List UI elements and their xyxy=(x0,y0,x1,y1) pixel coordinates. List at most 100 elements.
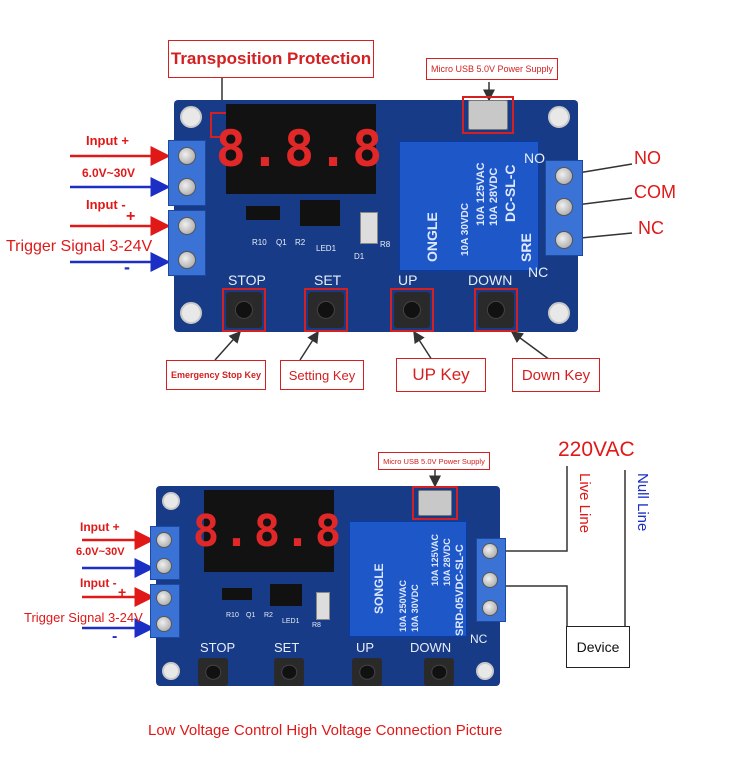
label-input-minus-top: Input - xyxy=(86,197,126,212)
down-button-bottom[interactable] xyxy=(424,658,454,686)
usb-port-highlight-bottom xyxy=(412,486,458,520)
callout-usb-text-bottom: Micro USB 5.0V Power Supply xyxy=(383,456,485,466)
label-down-top: DOWN xyxy=(468,272,513,288)
screw[interactable] xyxy=(555,167,573,185)
label-null-line: Null Line xyxy=(634,473,651,532)
silk-nc: NC xyxy=(528,264,549,280)
led-display-top: 8.8.8 xyxy=(215,104,387,194)
mount-hole xyxy=(476,662,494,680)
micro-usb-port-bottom[interactable] xyxy=(418,490,452,516)
screw[interactable] xyxy=(555,231,573,249)
label-stop-bottom: STOP xyxy=(200,640,236,655)
up-button-bottom[interactable] xyxy=(352,658,382,686)
set-button-top[interactable] xyxy=(308,292,344,328)
set-button-bottom[interactable] xyxy=(274,658,304,686)
relay-rating-b2: 10A 125VAC xyxy=(430,533,440,586)
screw[interactable] xyxy=(178,251,196,269)
label-plus-top: + xyxy=(126,208,136,225)
label-input-plus-top: Input + xyxy=(86,133,129,148)
callout-up-text: UP Key xyxy=(412,365,470,384)
label-live-line: Live Line xyxy=(576,473,593,534)
mount-hole xyxy=(162,492,180,510)
callout-usb-supply-bottom: Micro USB 5.0V Power Supply xyxy=(378,452,490,470)
label-set-top: SET xyxy=(314,272,342,288)
label-trigger-top: Trigger Signal 3-24V xyxy=(6,238,153,255)
silk-r8: R8 xyxy=(380,240,391,249)
silk-q1-b: Q1 xyxy=(246,612,256,619)
relay-model-bottom: SRD-05VDC-SL-C xyxy=(454,544,466,636)
relay-brand-top: ONGLE xyxy=(424,212,440,262)
stop-highlight xyxy=(222,288,266,332)
label-nc: NC xyxy=(638,218,664,238)
callout-down-text: Down Key xyxy=(521,366,591,384)
callout-up-key: UP Key xyxy=(396,358,486,392)
relay-top xyxy=(398,140,540,272)
screw[interactable] xyxy=(156,558,172,574)
mount-hole xyxy=(548,302,570,324)
label-down-bottom: DOWN xyxy=(410,640,452,655)
stop-button-bottom[interactable] xyxy=(198,658,228,686)
callout-setting-key: Setting Key xyxy=(280,360,364,390)
set-highlight xyxy=(304,288,348,332)
silk-r2: R2 xyxy=(295,238,306,247)
relay-rating-b3: 10A 30VDC xyxy=(410,584,420,632)
screw[interactable] xyxy=(156,590,172,606)
screw[interactable] xyxy=(482,543,498,559)
down-highlight xyxy=(474,288,518,332)
chip xyxy=(246,206,280,220)
device-label: Device xyxy=(576,639,620,655)
callout-down-key: Down Key xyxy=(512,358,600,392)
silk-nc-b: NC xyxy=(470,632,488,646)
silk-r8-b: R8 xyxy=(312,622,321,629)
diode xyxy=(360,212,378,244)
label-trigger-bottom: Trigger Signal 3-24V xyxy=(24,610,143,625)
relay-rating-2: 10A 28VDC xyxy=(488,167,500,226)
screw[interactable] xyxy=(156,532,172,548)
stop-button-top[interactable] xyxy=(226,292,262,328)
chip xyxy=(222,588,252,600)
chip xyxy=(300,200,340,226)
label-up-bottom: UP xyxy=(356,640,375,655)
display-digits: 8.8.8 xyxy=(215,120,387,178)
micro-usb-port-top[interactable] xyxy=(468,100,508,130)
callout-usb-supply-top: Micro USB 5.0V Power Supply xyxy=(426,58,558,80)
screw[interactable] xyxy=(482,600,498,616)
relay-bottom xyxy=(348,520,468,638)
label-input-minus-bottom: Input - xyxy=(80,576,117,590)
screw[interactable] xyxy=(555,198,573,216)
diode xyxy=(316,592,330,620)
mount-hole xyxy=(162,662,180,680)
device-box: Device xyxy=(566,626,630,668)
screw[interactable] xyxy=(156,616,172,632)
silk-r10-b: R10 xyxy=(226,612,239,619)
screw[interactable] xyxy=(178,178,196,196)
callout-transposition-protection: Transposition Protection xyxy=(168,40,374,78)
silk-q1: Q1 xyxy=(276,238,287,247)
relay-model-top: DC-SL-C xyxy=(502,164,518,222)
mount-hole xyxy=(180,302,202,324)
relay-rating-1: 10A 125VAC xyxy=(475,162,487,226)
callout-emergency-text: Emergency Stop Key xyxy=(170,370,262,380)
chip xyxy=(270,584,302,606)
silk-led1: LED1 xyxy=(316,244,337,253)
label-minus-bottom: - xyxy=(112,628,118,645)
led-display-bottom: 8.8.8 xyxy=(193,490,341,572)
up-button-top[interactable] xyxy=(394,292,430,328)
screw[interactable] xyxy=(178,147,196,165)
bottom-caption: Low Voltage Control High Voltage Connect… xyxy=(148,722,503,739)
silk-r10: R10 xyxy=(252,238,267,247)
label-com: COM xyxy=(634,182,676,202)
label-220vac: 220VAC xyxy=(558,438,635,461)
up-highlight xyxy=(390,288,434,332)
label-no: NO xyxy=(634,148,661,168)
screw[interactable] xyxy=(178,217,196,235)
label-input-plus-bottom: Input + xyxy=(80,520,120,534)
down-button-top[interactable] xyxy=(478,292,514,328)
relay-series-top: SRE xyxy=(518,233,534,262)
silk-r2-b: R2 xyxy=(264,612,273,619)
relay-rating-b4: 10A 28VDC xyxy=(442,538,452,586)
label-minus-top: - xyxy=(124,257,130,277)
label-stop-top: STOP xyxy=(228,272,266,288)
screw[interactable] xyxy=(482,572,498,588)
callout-emergency-stop-key: Emergency Stop Key xyxy=(166,360,266,390)
